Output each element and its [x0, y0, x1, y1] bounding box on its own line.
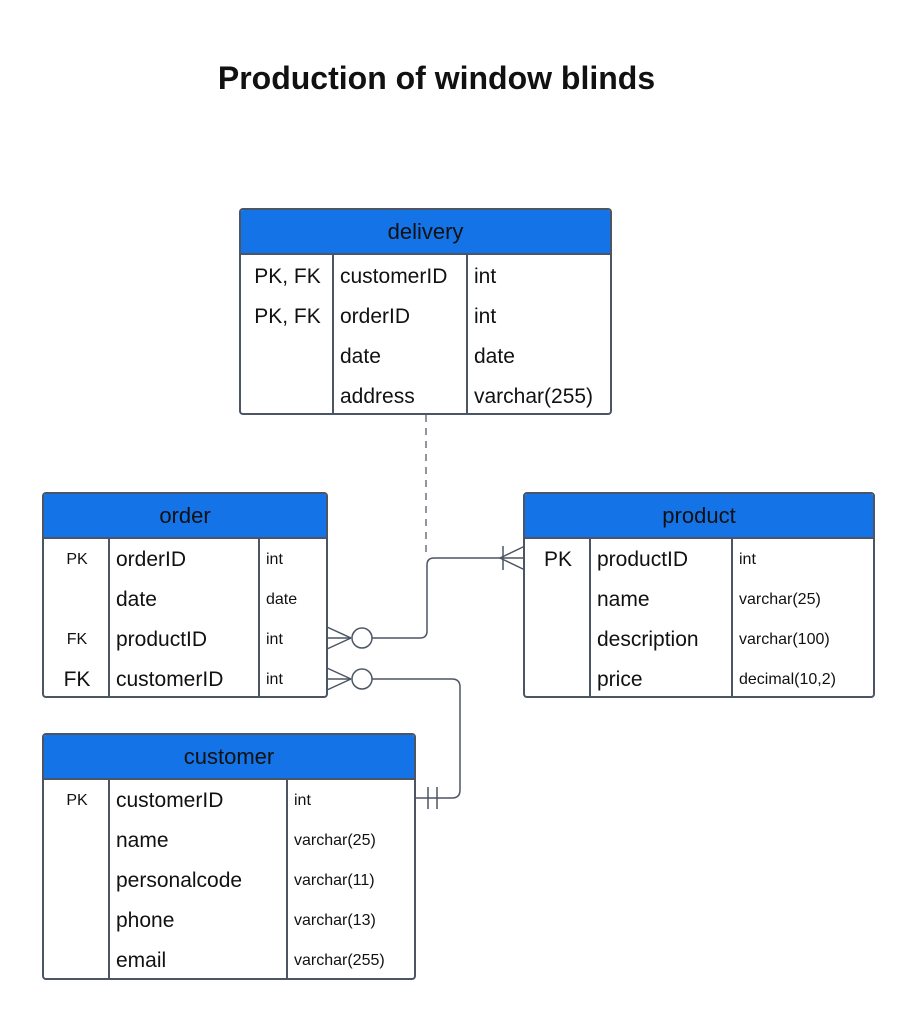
entity-header: customer	[44, 735, 414, 780]
field-name: email	[116, 949, 167, 972]
one-or-many-marker	[499, 545, 526, 571]
key-cell: PK, FK	[254, 265, 321, 288]
zero-or-many-marker	[326, 626, 373, 650]
table-row: personalcode varchar(11)	[44, 861, 414, 901]
table-row: FK productID int	[44, 620, 326, 660]
field-type: varchar(11)	[294, 872, 375, 889]
entity-order[interactable]: order PK orderID int date date FK produc…	[42, 492, 328, 698]
field-name: date	[340, 345, 381, 368]
field-name: price	[597, 668, 643, 691]
table-row: PK orderID int	[44, 540, 326, 580]
field-type: date	[266, 591, 298, 608]
table-row: description varchar(100)	[525, 620, 873, 660]
table-row: date date	[44, 580, 326, 620]
field-type: varchar(25)	[294, 832, 376, 849]
field-name: name	[116, 829, 169, 852]
entity-header: product	[525, 494, 873, 539]
entity-customer[interactable]: customer PK customerID int name varchar(…	[42, 733, 416, 980]
entity-header: order	[44, 494, 326, 539]
field-name: customerID	[116, 668, 224, 691]
table-row: FK customerID int	[44, 660, 326, 696]
zero-or-many-marker	[326, 667, 373, 691]
field-type: int	[294, 792, 311, 809]
table-row: address varchar(255)	[241, 377, 610, 413]
key-cell: PK	[66, 792, 88, 809]
entity-header: delivery	[241, 210, 610, 255]
table-row: price decimal(10,2)	[525, 660, 873, 696]
field-type: int	[266, 631, 283, 648]
field-name: address	[340, 385, 415, 408]
field-type: int	[739, 551, 756, 568]
field-name: orderID	[116, 548, 187, 571]
field-type: varchar(255)	[474, 385, 594, 408]
exactly-one-marker	[427, 787, 438, 809]
field-name: productID	[116, 628, 208, 651]
diagram-title: Production of window blinds	[217, 60, 656, 96]
table-row: name varchar(25)	[525, 580, 873, 620]
field-name: date	[116, 588, 157, 611]
field-type: int	[474, 305, 497, 328]
field-name: personalcode	[116, 869, 243, 892]
field-type: decimal(10,2)	[739, 671, 836, 688]
field-type: varchar(255)	[294, 952, 385, 969]
field-name: name	[597, 588, 650, 611]
table-row: email varchar(255)	[44, 941, 414, 978]
field-name: phone	[116, 909, 175, 932]
table-row: phone varchar(13)	[44, 901, 414, 941]
field-type: varchar(25)	[739, 591, 821, 608]
table-row: PK customerID int	[44, 781, 414, 821]
table-row: PK, FK orderID int	[241, 297, 610, 337]
field-name: productID	[597, 548, 689, 571]
field-type: int	[266, 671, 283, 688]
field-name: description	[597, 628, 699, 651]
key-cell: FK	[66, 631, 88, 648]
entity-product[interactable]: product PK productID int name varchar(25…	[523, 492, 875, 698]
key-cell: FK	[63, 668, 91, 691]
field-type: date	[474, 345, 515, 368]
field-type: varchar(100)	[739, 631, 830, 648]
order-product-relationship-line	[372, 557, 525, 639]
table-row: PK, FK customerID int	[241, 257, 610, 297]
field-type: int	[266, 551, 283, 568]
key-cell: PK, FK	[254, 305, 321, 328]
field-type: int	[474, 265, 497, 288]
key-cell: PK	[66, 551, 88, 568]
field-name: customerID	[340, 265, 448, 288]
order-customer-relationship-line	[372, 678, 461, 799]
field-name: orderID	[340, 305, 411, 328]
table-row: date date	[241, 337, 610, 377]
entity-delivery[interactable]: delivery PK, FK customerID int PK, FK or…	[239, 208, 612, 415]
field-type: varchar(13)	[294, 912, 376, 929]
key-cell: PK	[543, 548, 572, 571]
table-row: PK productID int	[525, 540, 873, 580]
table-row: name varchar(25)	[44, 821, 414, 861]
field-name: customerID	[116, 789, 224, 812]
